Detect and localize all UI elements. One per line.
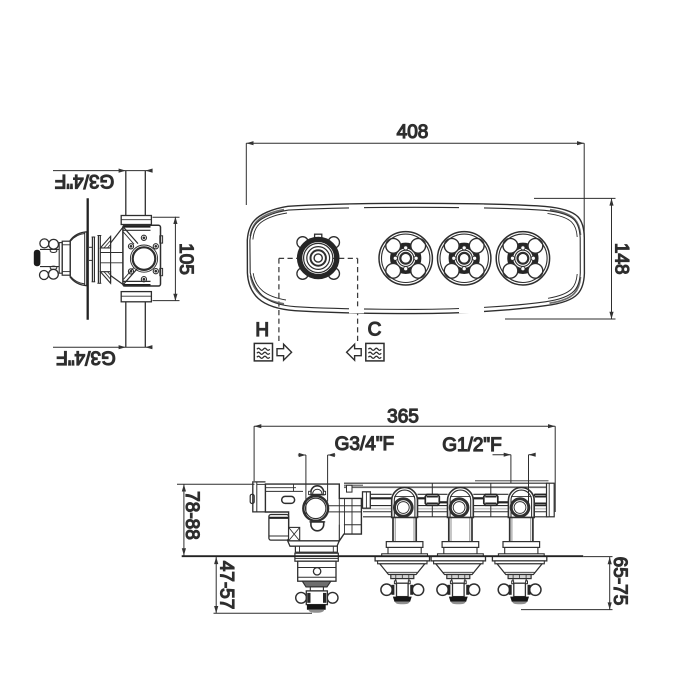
svg-text:365: 365 [387,407,419,428]
svg-text:408: 408 [397,122,429,143]
svg-text:65-75: 65-75 [609,557,630,606]
svg-text:C: C [368,320,382,341]
svg-text:G3/4"F: G3/4"F [55,170,115,191]
svg-text:G3/4"F: G3/4"F [56,346,116,367]
svg-text:47-57: 47-57 [215,561,236,610]
svg-text:G3/4"F: G3/4"F [335,434,395,455]
svg-text:78-88: 78-88 [181,491,202,540]
svg-text:G1/2"F: G1/2"F [442,435,502,456]
svg-text:105: 105 [175,243,196,275]
svg-text:H: H [255,320,269,341]
svg-text:148: 148 [610,243,631,275]
